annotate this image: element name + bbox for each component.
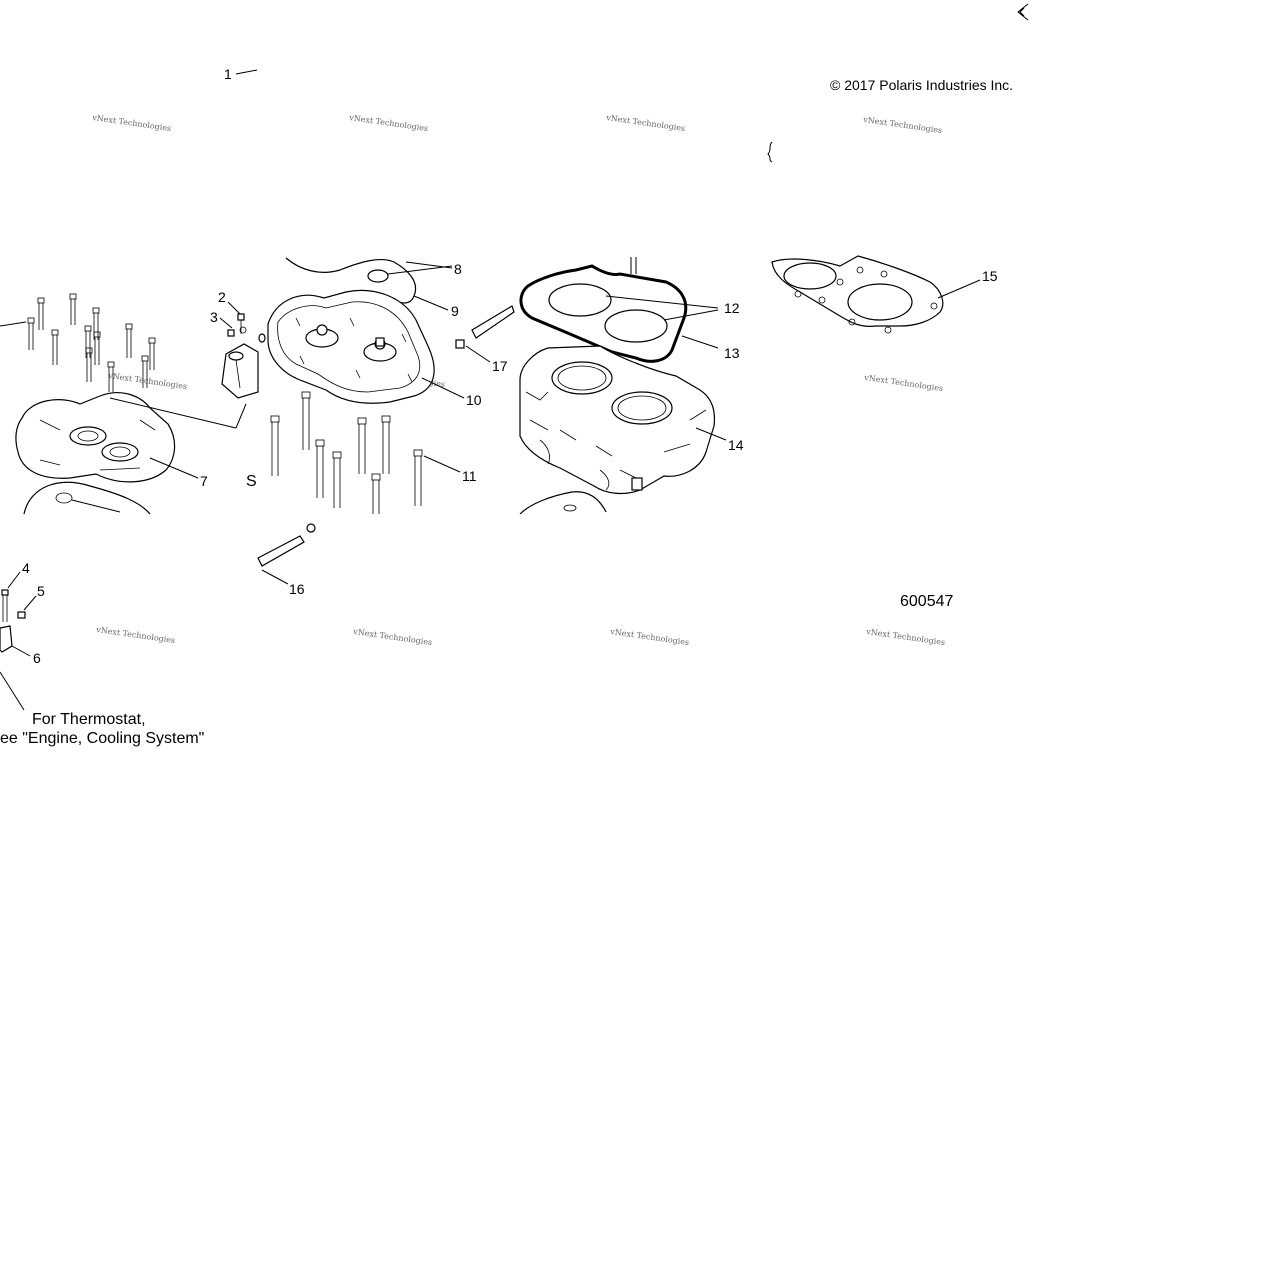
thermostat-panel: 4 5 6 For Thermostat, ee "Engine, Coolin… — [0, 560, 204, 747]
cylinder-panel: 12 13 14 — [519, 257, 744, 515]
left-panel: 7 — [0, 293, 247, 515]
callout-2: 2 — [218, 289, 226, 305]
watermark-line1: vNext Technologies — [605, 113, 686, 133]
watermark-line1: vNext Technologies — [609, 627, 690, 647]
callout-13: 13 — [724, 345, 740, 361]
partial-bracket-mark — [767, 141, 773, 163]
note-line2: ee "Engine, Cooling System" — [0, 730, 204, 747]
watermark-line1: vNext Technologies — [91, 113, 172, 133]
watermark-line1: vNext Technologies — [352, 627, 433, 647]
leader-line — [235, 69, 258, 75]
watermark: vNext Technologies — [348, 113, 429, 133]
partial-logo-mark — [1017, 3, 1029, 21]
note-line1: For Thermostat, — [32, 711, 146, 728]
watermark-line1: vNext Technologies — [865, 627, 946, 647]
center-panel: 8 9 10 11 S 16 — [246, 257, 515, 597]
cylinder-block — [519, 345, 716, 495]
head-gasket-15: 15 — [771, 255, 998, 334]
watermark: vNext Technologies — [352, 627, 433, 647]
callout-4: 4 — [22, 560, 30, 576]
callout-16: 16 — [289, 581, 305, 597]
callout-12: 12 — [724, 300, 740, 316]
head-bolt-group-lower — [270, 391, 423, 514]
head-gasket-o-ring — [23, 481, 151, 515]
bypass-hose — [471, 305, 515, 339]
watermark: vNext Technologies — [863, 373, 944, 393]
watermark-line1: vNext Technologies — [862, 115, 943, 135]
callout-10: 10 — [466, 392, 482, 408]
cylinder-ring-right — [604, 309, 668, 343]
callout-15: 15 — [982, 268, 998, 284]
watermark-line1: vNext Technologies — [863, 373, 944, 393]
callout-7: 7 — [200, 473, 208, 489]
watermark: vNext Technologies — [865, 627, 946, 647]
thermostat-fitting: 2 3 — [210, 289, 259, 399]
watermark: vNext Technologies — [605, 113, 686, 133]
watermark-line1: vNext Technologies — [348, 113, 429, 133]
copyright-text: © 2017 Polaris Industries Inc. — [830, 77, 1013, 93]
cylinder-head — [267, 289, 435, 404]
cylinder-ring-left — [548, 283, 612, 317]
watermark-line1: vNext Technologies — [95, 625, 176, 645]
callout-9: 9 — [451, 303, 459, 319]
callout-14: 14 — [728, 437, 744, 453]
stray-letter: S — [246, 473, 257, 490]
callout-1: 1 — [224, 66, 232, 82]
watermark-group: vNext Technologies vNext Technologies vN… — [91, 113, 946, 647]
diagram-number: 600547 — [900, 593, 953, 610]
o-ring-8 — [367, 269, 389, 283]
watermark: vNext Technologies — [862, 115, 943, 135]
watermark: vNext Technologies — [91, 113, 172, 133]
callout-8: 8 — [454, 261, 462, 277]
callout-3: 3 — [210, 309, 218, 325]
callout-5: 5 — [37, 583, 45, 599]
callout-17: 17 — [492, 358, 508, 374]
callout-11: 11 — [462, 468, 477, 484]
watermark: vNext Technologies — [95, 625, 176, 645]
head-bolt-group — [27, 293, 156, 392]
coolant-hose — [257, 535, 305, 567]
callout-6: 6 — [33, 650, 41, 666]
watermark: vNext Technologies — [609, 627, 690, 647]
head-outer-gasket — [285, 257, 417, 304]
cylinder-base-gasket — [519, 264, 688, 363]
